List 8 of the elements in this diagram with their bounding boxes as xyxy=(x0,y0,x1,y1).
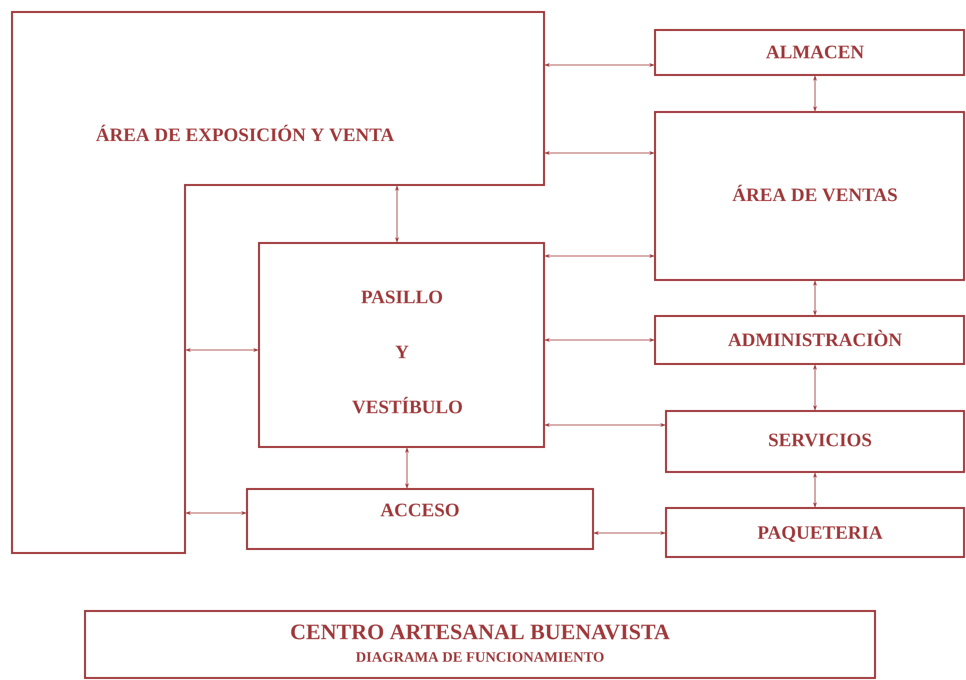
room-box: PAQUETERIA xyxy=(665,507,965,558)
room-box: PASILLO Y VESTÍBULO xyxy=(258,242,545,448)
room-box: ADMINISTRACIÒN xyxy=(654,315,965,365)
room-box: SERVICIOS xyxy=(665,410,965,473)
title-box: CENTRO ARTESANAL BUENAVISTA DIAGRAMA DE FUNCIONAMIENTO xyxy=(84,610,876,679)
room-box: ÁREA DE VENTAS xyxy=(654,111,965,281)
room-box: ACCESO xyxy=(246,488,594,550)
room-box: ALMACEN xyxy=(654,29,965,76)
